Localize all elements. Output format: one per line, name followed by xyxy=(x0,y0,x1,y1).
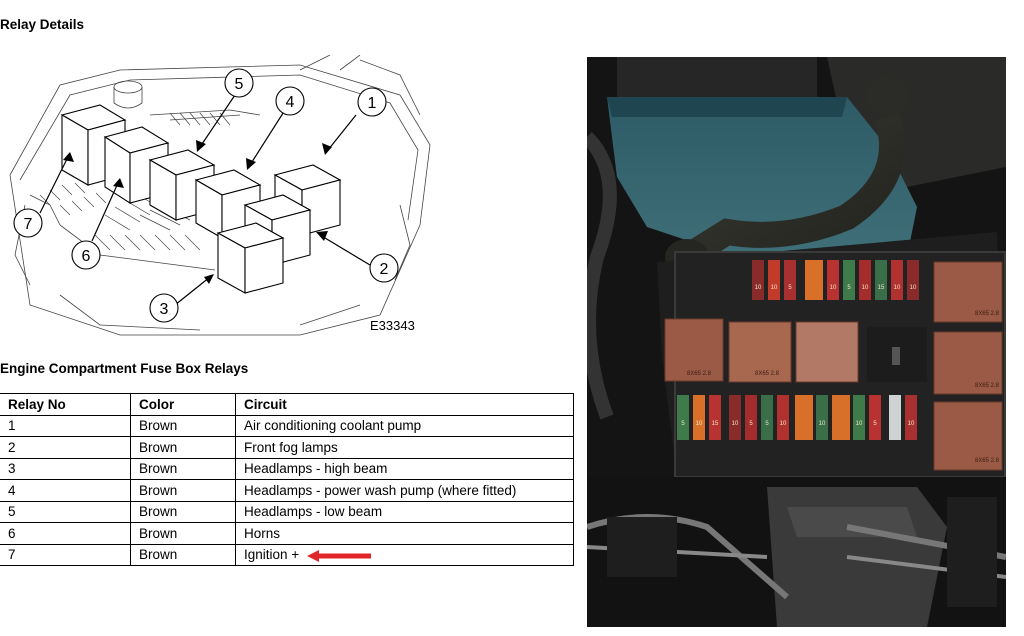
callout-2: 2 xyxy=(380,261,389,278)
fuse-label: 10 xyxy=(862,285,869,291)
relay-mark: 8X65 2.8 xyxy=(975,383,1000,389)
color-cell: Brown xyxy=(130,543,236,566)
circuit-text: Ignition + xyxy=(244,547,300,563)
circuit-cell: Headlamps - power wash pump (where fitte… xyxy=(235,479,574,502)
fuse-label: 10 xyxy=(856,421,863,427)
fuse-label: 5 xyxy=(788,285,792,291)
color-cell: Brown xyxy=(130,457,236,480)
relay-mark: 8X65 2.8 xyxy=(687,371,712,377)
fuse-label: 10 xyxy=(819,421,826,427)
callout-5: 5 xyxy=(235,76,244,93)
fuse-label: 10 xyxy=(771,285,778,291)
header-color: Color xyxy=(130,393,236,416)
relay-mark: 8X65 2.8 xyxy=(975,458,1000,464)
table-row: 3 Brown Headlamps - high beam xyxy=(0,457,574,480)
relay-no-cell: 4 xyxy=(0,479,131,502)
table-row: 5 Brown Headlamps - low beam xyxy=(0,500,574,523)
fuse-label: 10 xyxy=(755,285,762,291)
callout-3: 3 xyxy=(160,301,169,318)
fuse-label: 10 xyxy=(908,421,915,427)
table-title: Engine Compartment Fuse Box Relays xyxy=(0,361,249,376)
fuse-label: 15 xyxy=(712,421,719,427)
relay-no-cell: 2 xyxy=(0,436,131,459)
fuse-label: 10 xyxy=(894,285,901,291)
fuse-label: 10 xyxy=(780,421,787,427)
callout-4: 4 xyxy=(286,94,295,111)
fuse-label: 10 xyxy=(732,421,739,427)
relay-mark: 8X65 2.8 xyxy=(755,371,780,377)
circuit-cell: Headlamps - low beam xyxy=(235,500,574,523)
table-row: 4 Brown Headlamps - power wash pump (whe… xyxy=(0,479,574,502)
relay-no-cell: 6 xyxy=(0,522,131,545)
relay-no-cell: 5 xyxy=(0,500,131,523)
relay-diagram: 1 2 3 4 5 6 7 xyxy=(0,55,440,345)
fuse-label: 5 xyxy=(873,421,877,427)
circuit-cell: Headlamps - high beam xyxy=(235,457,574,480)
diagram-code: E33343 xyxy=(370,318,415,333)
table-row: 6 Brown Horns xyxy=(0,522,574,545)
circuit-cell: Air conditioning coolant pump xyxy=(235,414,574,437)
header-circuit: Circuit xyxy=(235,393,574,416)
color-cell: Brown xyxy=(130,479,236,502)
table-row: 7 Brown Ignition + xyxy=(0,543,574,566)
relay-table: Relay No Color Circuit 1 Brown Air condi… xyxy=(0,393,574,566)
table-header-row: Relay No Color Circuit xyxy=(0,393,574,416)
fuse-box-photo: 10 10 5 10 5 10 15 10 10 5 10 15 10 5 5 … xyxy=(587,57,1006,627)
relay-no-cell: 7 xyxy=(0,543,131,566)
fuse-label: 5 xyxy=(847,285,851,291)
fuse-label: 10 xyxy=(910,285,917,291)
callout-6: 6 xyxy=(82,248,91,265)
circuit-cell: Front fog lamps xyxy=(235,436,574,459)
fuse-label: 10 xyxy=(830,285,837,291)
color-cell: Brown xyxy=(130,436,236,459)
red-arrow-icon xyxy=(307,549,372,562)
relay-mark: 8X65 2.8 xyxy=(975,311,1000,317)
callout-7: 7 xyxy=(24,216,33,233)
color-cell: Brown xyxy=(130,522,236,545)
fuse-label: 10 xyxy=(696,421,703,427)
callout-1: 1 xyxy=(368,95,377,112)
header-relay-no: Relay No xyxy=(0,393,131,416)
fuse-label: 5 xyxy=(765,421,769,427)
relay-no-cell: 3 xyxy=(0,457,131,480)
circuit-cell: Horns xyxy=(235,522,574,545)
color-cell: Brown xyxy=(130,414,236,437)
page-title: Relay Details xyxy=(0,17,85,32)
table-row: 1 Brown Air conditioning coolant pump xyxy=(0,414,574,437)
table-row: 2 Brown Front fog lamps xyxy=(0,436,574,459)
circuit-cell-highlighted: Ignition + xyxy=(235,543,574,566)
color-cell: Brown xyxy=(130,500,236,523)
relay-no-cell: 1 xyxy=(0,414,131,437)
fuse-label: 5 xyxy=(749,421,753,427)
fuse-label: 15 xyxy=(878,285,885,291)
fuse-label: 5 xyxy=(681,421,685,427)
